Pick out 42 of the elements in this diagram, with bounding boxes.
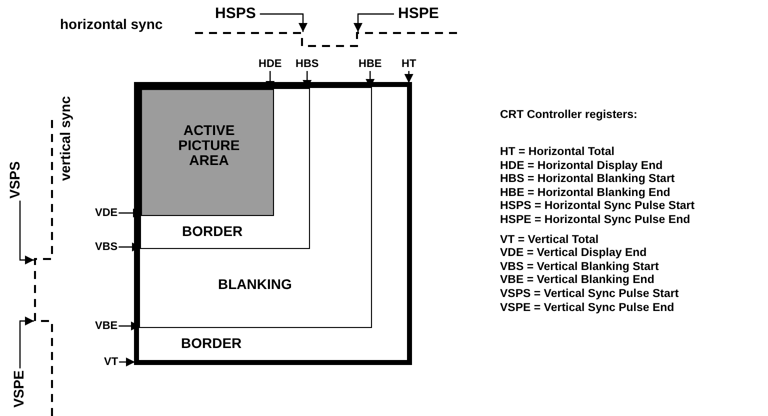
register-definition: HT = Horizontal Total — [500, 146, 614, 159]
register-definition: VDE = Vertical Display End — [500, 247, 647, 260]
register-definition: VBE = Vertical Blanking End — [500, 274, 654, 288]
register-definition: HSPS = Horizontal Sync Pulse Start — [500, 200, 695, 214]
sync-pulse-label: VSPE — [12, 370, 24, 408]
legend-heading: CRT Controller registers: — [500, 109, 638, 122]
arrow — [404, 71, 414, 83]
total-frame — [134, 82, 412, 365]
register-label: VT — [104, 356, 118, 368]
register-definition: HDE = Horizontal Display End — [500, 160, 663, 173]
sync-pulse-label: VSPS — [8, 161, 20, 199]
active-picture-area — [141, 89, 274, 216]
arrow — [19, 316, 34, 368]
area-label: BORDER — [181, 336, 242, 351]
register-definition: VSPE = Vertical Sync Pulse End — [500, 302, 674, 315]
arrow — [260, 13, 308, 32]
sync-waveform — [34, 120, 53, 416]
arrow — [19, 200, 34, 264]
register-definition: VSPS = Vertical Sync Pulse Start — [500, 288, 679, 301]
register-label: VDE — [95, 207, 118, 219]
arrow — [354, 13, 394, 32]
register-label: HDE — [258, 58, 282, 70]
blanking-area — [139, 87, 372, 328]
sync-pulse-label: HSPS — [215, 8, 256, 20]
register-definition: VT = Vertical Total — [500, 234, 599, 247]
area-label: BLANKING — [218, 277, 292, 292]
sync-pulse-label: HSPE — [398, 8, 439, 20]
arrow — [119, 358, 135, 366]
register-definition: VBS = Vertical Blanking Start — [500, 260, 659, 274]
border-area — [140, 88, 310, 249]
register-label: VBS — [95, 241, 118, 253]
register-label: HBE — [358, 58, 382, 70]
register-definition: HBS = Horizontal Blanking Start — [500, 173, 675, 186]
register-label: HBS — [296, 58, 319, 70]
area-label: BORDER — [182, 224, 243, 239]
sync-label: vertical sync — [57, 96, 72, 180]
register-definition: HSPE = Horizontal Sync Pulse End — [500, 214, 690, 227]
register-label: HT — [402, 58, 416, 70]
register-label: VBE — [95, 320, 118, 332]
sync-label: horizontal sync — [60, 17, 163, 32]
register-definition: HBE = Horizontal Blanking End — [500, 186, 670, 200]
area-label: ACTIVE PICTURE AREA — [177, 123, 241, 168]
